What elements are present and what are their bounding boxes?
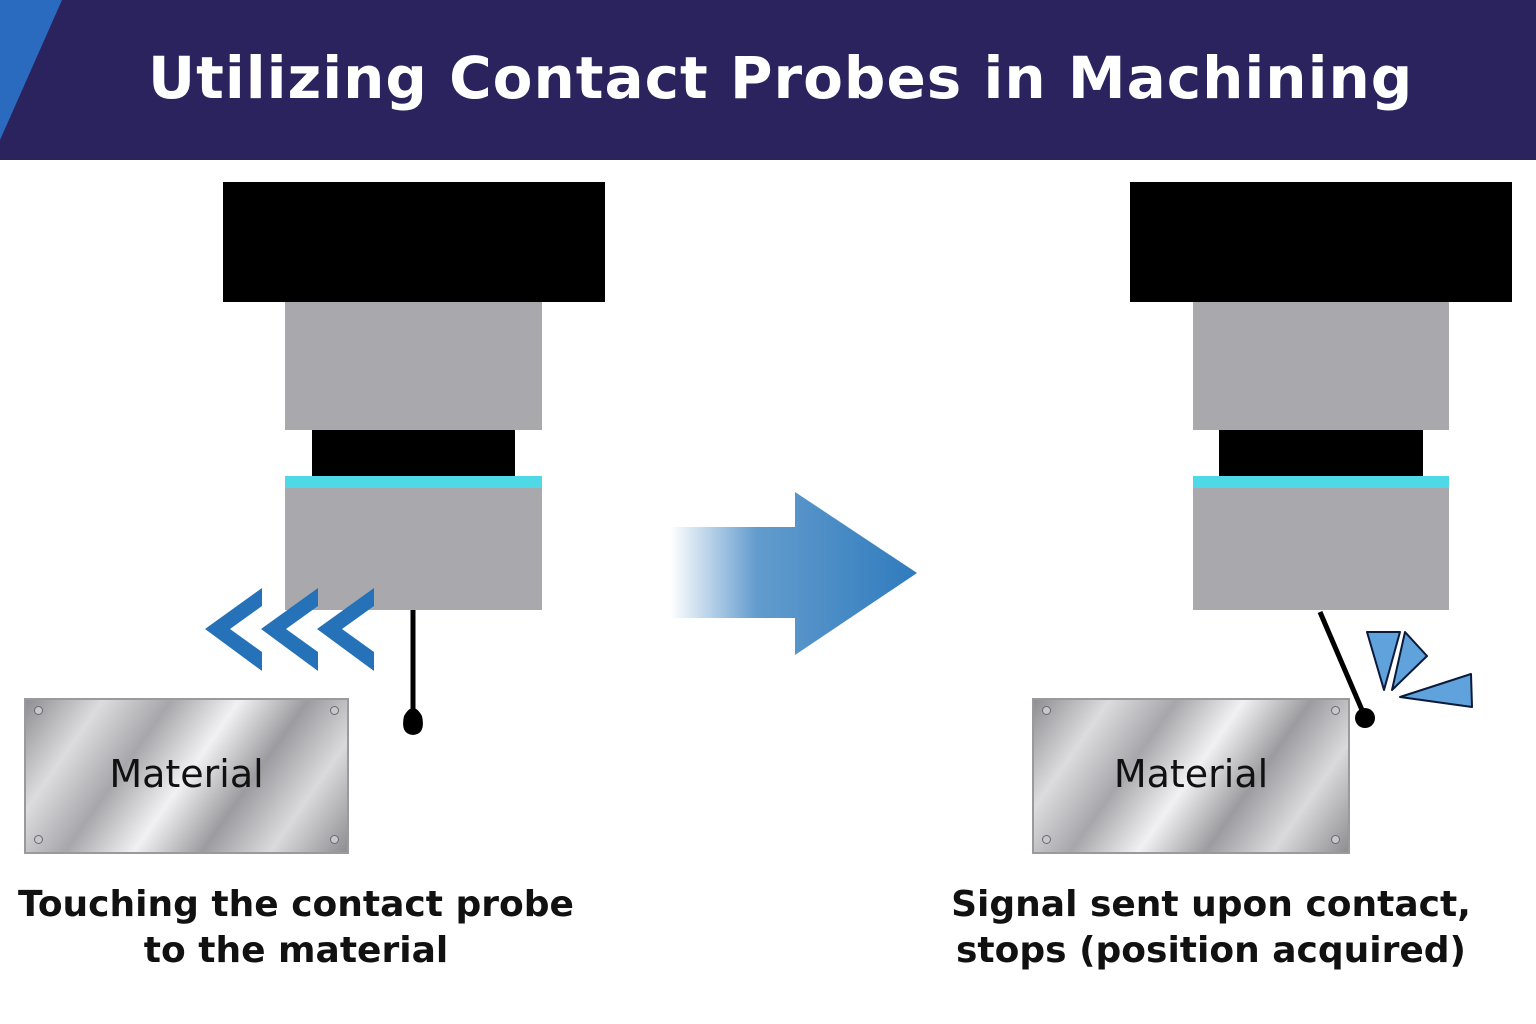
caption-line: stops (position acquired)	[955, 930, 1467, 971]
probe-indicator-band	[1193, 476, 1449, 488]
banner-accent	[0, 0, 62, 140]
triple-chevron-left-icon	[205, 588, 374, 671]
caption-line: to the material	[143, 930, 449, 971]
probe-body-upper	[285, 302, 542, 430]
material-plate: Material	[24, 698, 349, 854]
probe-stylus	[403, 610, 423, 735]
spindle-head	[1130, 182, 1512, 302]
probe-body-lower	[285, 488, 542, 610]
probe-collar	[1219, 430, 1423, 476]
caption-line: Signal sent upon contact,	[951, 884, 1471, 925]
caption-line: Touching the contact probe	[18, 884, 574, 925]
screw	[34, 835, 43, 844]
screw	[330, 706, 339, 715]
probe-body-lower	[1193, 488, 1449, 610]
page-title: Utilizing Contact Probes in Machining	[148, 44, 1414, 112]
screw	[1331, 835, 1340, 844]
step-caption: Signal sent upon contact, stops (positio…	[936, 882, 1486, 974]
material-plate: Material	[1032, 698, 1350, 854]
probe-body-upper	[1193, 302, 1449, 430]
probe-collar	[312, 430, 515, 476]
probe-indicator-band	[285, 476, 542, 488]
screw	[1042, 706, 1051, 715]
material-label: Material	[109, 752, 264, 796]
signal-burst-icon	[1366, 631, 1473, 708]
screw	[1042, 835, 1051, 844]
screw	[330, 835, 339, 844]
title-banner: Utilizing Contact Probes in Machining	[0, 0, 1536, 160]
material-label: Material	[1113, 752, 1269, 796]
spindle-head	[223, 182, 605, 302]
screw	[1331, 706, 1340, 715]
right-arrow-icon	[670, 492, 917, 655]
step-caption: Touching the contact probe to the materi…	[0, 882, 592, 974]
screw	[34, 706, 43, 715]
probe-stylus-deflected	[1317, 611, 1375, 728]
